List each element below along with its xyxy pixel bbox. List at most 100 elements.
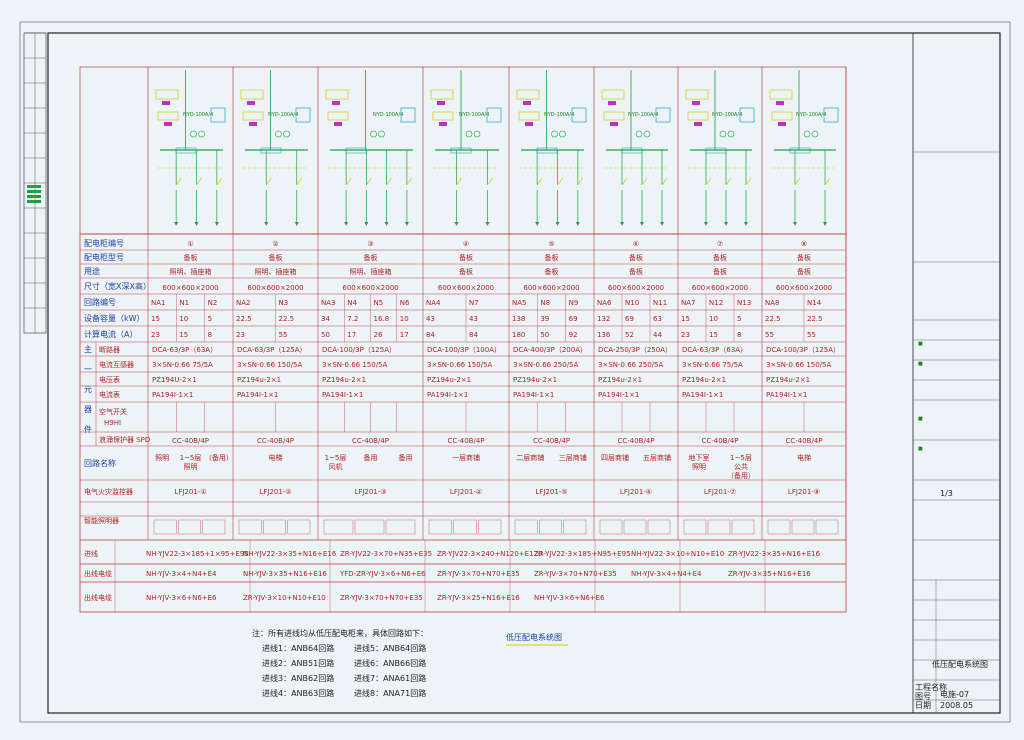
current-value: 15 [179, 331, 188, 339]
fire-monitor-id: LFJ201-⑦ [704, 488, 736, 496]
current-value: 17 [400, 331, 409, 339]
fire-monitor-id: LFJ201-① [174, 488, 206, 496]
ct-spec: 3×SN-0.66 250/5A [598, 361, 664, 369]
cabinet-schematic: NYD-100A/4 [601, 70, 671, 226]
circuit-name: 1~5层 [730, 454, 752, 462]
left-binding-bar [23, 32, 47, 334]
device-tag: NYD-100A/4 [183, 112, 213, 118]
smart-light-box [514, 519, 538, 535]
smart-light-box [623, 519, 647, 535]
circuit-no: NA1 [151, 299, 165, 307]
feeder-arrow [793, 222, 797, 226]
title-block-drawing-title: 低压配电系统图 [932, 659, 988, 669]
smart-light-box [707, 519, 731, 535]
cable-spec: NH-YJV-3×6+N6+E6 [534, 594, 605, 602]
notes-block: 注：所有进线均从低压配电柜来，具体回路如下：进线1：ANB64回路进线5：ANB… [252, 628, 568, 698]
binding-bar-green-mark [27, 200, 41, 203]
smart-light-box [453, 519, 477, 535]
row-label-current: 计算电流（A） [84, 329, 137, 339]
ct-symbol [473, 130, 481, 138]
ct-box [739, 107, 755, 123]
spd-spec: CC-40B/4P [257, 437, 294, 445]
circuit-no: N3 [279, 299, 289, 307]
feeder-switch [621, 177, 628, 186]
fire-monitor-id: LFJ201-⑤ [535, 488, 567, 496]
note-item: 进线5：ANB64回路 [354, 643, 426, 653]
feeder-arrow [344, 222, 349, 226]
cabinet-schematic: NYD-100A/4 [430, 70, 502, 226]
row-label-air-switch-sub: H9HI [104, 419, 121, 427]
capacity-value: 69 [625, 315, 634, 323]
voltmeter-spec: PZ194u-2×1 [513, 376, 557, 384]
capacity-value: 132 [597, 315, 610, 323]
fire-monitor-id: LFJ201-⑥ [620, 488, 652, 496]
smart-light-box [599, 519, 623, 535]
cabinet-size: 600×600×2000 [692, 284, 748, 292]
feeder-arrow [364, 222, 369, 226]
cabinet-schematic: NYD-100A/4 [325, 70, 416, 226]
capacity-value: 69 [569, 315, 578, 323]
feeder-arrow [384, 222, 389, 226]
ct-spec: 3×SN-0.66 150/5A [322, 361, 388, 369]
bus-tag [450, 147, 472, 154]
spd-spec: CC-40B/4P [533, 437, 570, 445]
circuit-no: NA8 [765, 299, 779, 307]
circuit-no: N10 [625, 299, 639, 307]
cabinet-size: 600×600×2000 [608, 284, 664, 292]
breaker-spec: DCA-100/3P（125A） [766, 346, 840, 354]
feeder-switch [406, 177, 413, 186]
cabinet-type: 备板 [545, 253, 559, 262]
feeder-switch [705, 177, 712, 186]
cabinet-use: 备板 [713, 267, 727, 276]
feeder-arrow [294, 222, 299, 226]
cabinet-use: 照明、插座箱 [350, 267, 392, 276]
smart-light-box [478, 519, 502, 535]
device-tag: NYD-100A/4 [544, 112, 574, 118]
fire-monitor-id: LFJ201-③ [354, 488, 386, 496]
meter-box [334, 122, 342, 126]
feeder-arrow [640, 222, 644, 226]
capacity-value: 10 [179, 315, 188, 323]
breaker-spec: DCA-100/3P（125A） [322, 346, 396, 354]
cabinet-number: ⑧ [801, 240, 807, 248]
meter-box [162, 101, 170, 105]
device-label-box [603, 111, 625, 121]
voltmeter-spec: PZ194U-2×1 [152, 376, 197, 384]
ct-box [400, 107, 416, 123]
feeder-arrow [535, 222, 540, 226]
meter-box [610, 122, 618, 126]
device-tag: NYD-100A/4 [459, 112, 489, 118]
feeder-arrow [744, 222, 748, 226]
cabinet-number: ⑤ [548, 240, 554, 248]
smart-light-box [385, 519, 416, 535]
smart-light-box [647, 519, 671, 535]
circuit-name: （备用） [205, 453, 233, 462]
capacity-value: 22.5 [807, 315, 823, 323]
cabinet-number: ④ [463, 240, 469, 248]
capacity-value: 39 [540, 315, 549, 323]
ct-symbol [811, 130, 819, 138]
title-block-frame [912, 32, 1001, 714]
current-value: 23 [236, 331, 245, 339]
current-value: 8 [737, 331, 741, 339]
ammeter-spec: PA194I-1×1 [427, 391, 468, 399]
title-block-sheet: 电施-07 [940, 689, 969, 699]
cable-spec: ZR-YJV-3×25+N16+E16 [437, 594, 520, 602]
cabinet-type: 备板 [184, 253, 198, 262]
cabinet-number: ① [187, 240, 193, 248]
cable-spec: NH-YJV22-3×10+N10+E10 [631, 550, 724, 558]
feeder-switch [366, 177, 372, 186]
feeder-arrow [620, 222, 624, 226]
capacity-value: 7.2 [347, 315, 358, 323]
title-block-date: 2008.05 [940, 701, 973, 710]
circuit-name: 备用 [399, 453, 413, 462]
current-value: 8 [208, 331, 212, 339]
binding-bar-green-mark [27, 190, 41, 193]
circuit-no: N2 [208, 299, 218, 307]
row-label-ammeter: 电流表 [99, 390, 120, 399]
cable-spec: YFD-ZR-YJV-3×6+N6+E6 [339, 570, 426, 578]
note-item: 进线3：ANB62回路 [262, 673, 334, 683]
ammeter-spec: PA194I-1×1 [322, 391, 363, 399]
note-item: 进线8：ANA71回路 [354, 688, 426, 698]
